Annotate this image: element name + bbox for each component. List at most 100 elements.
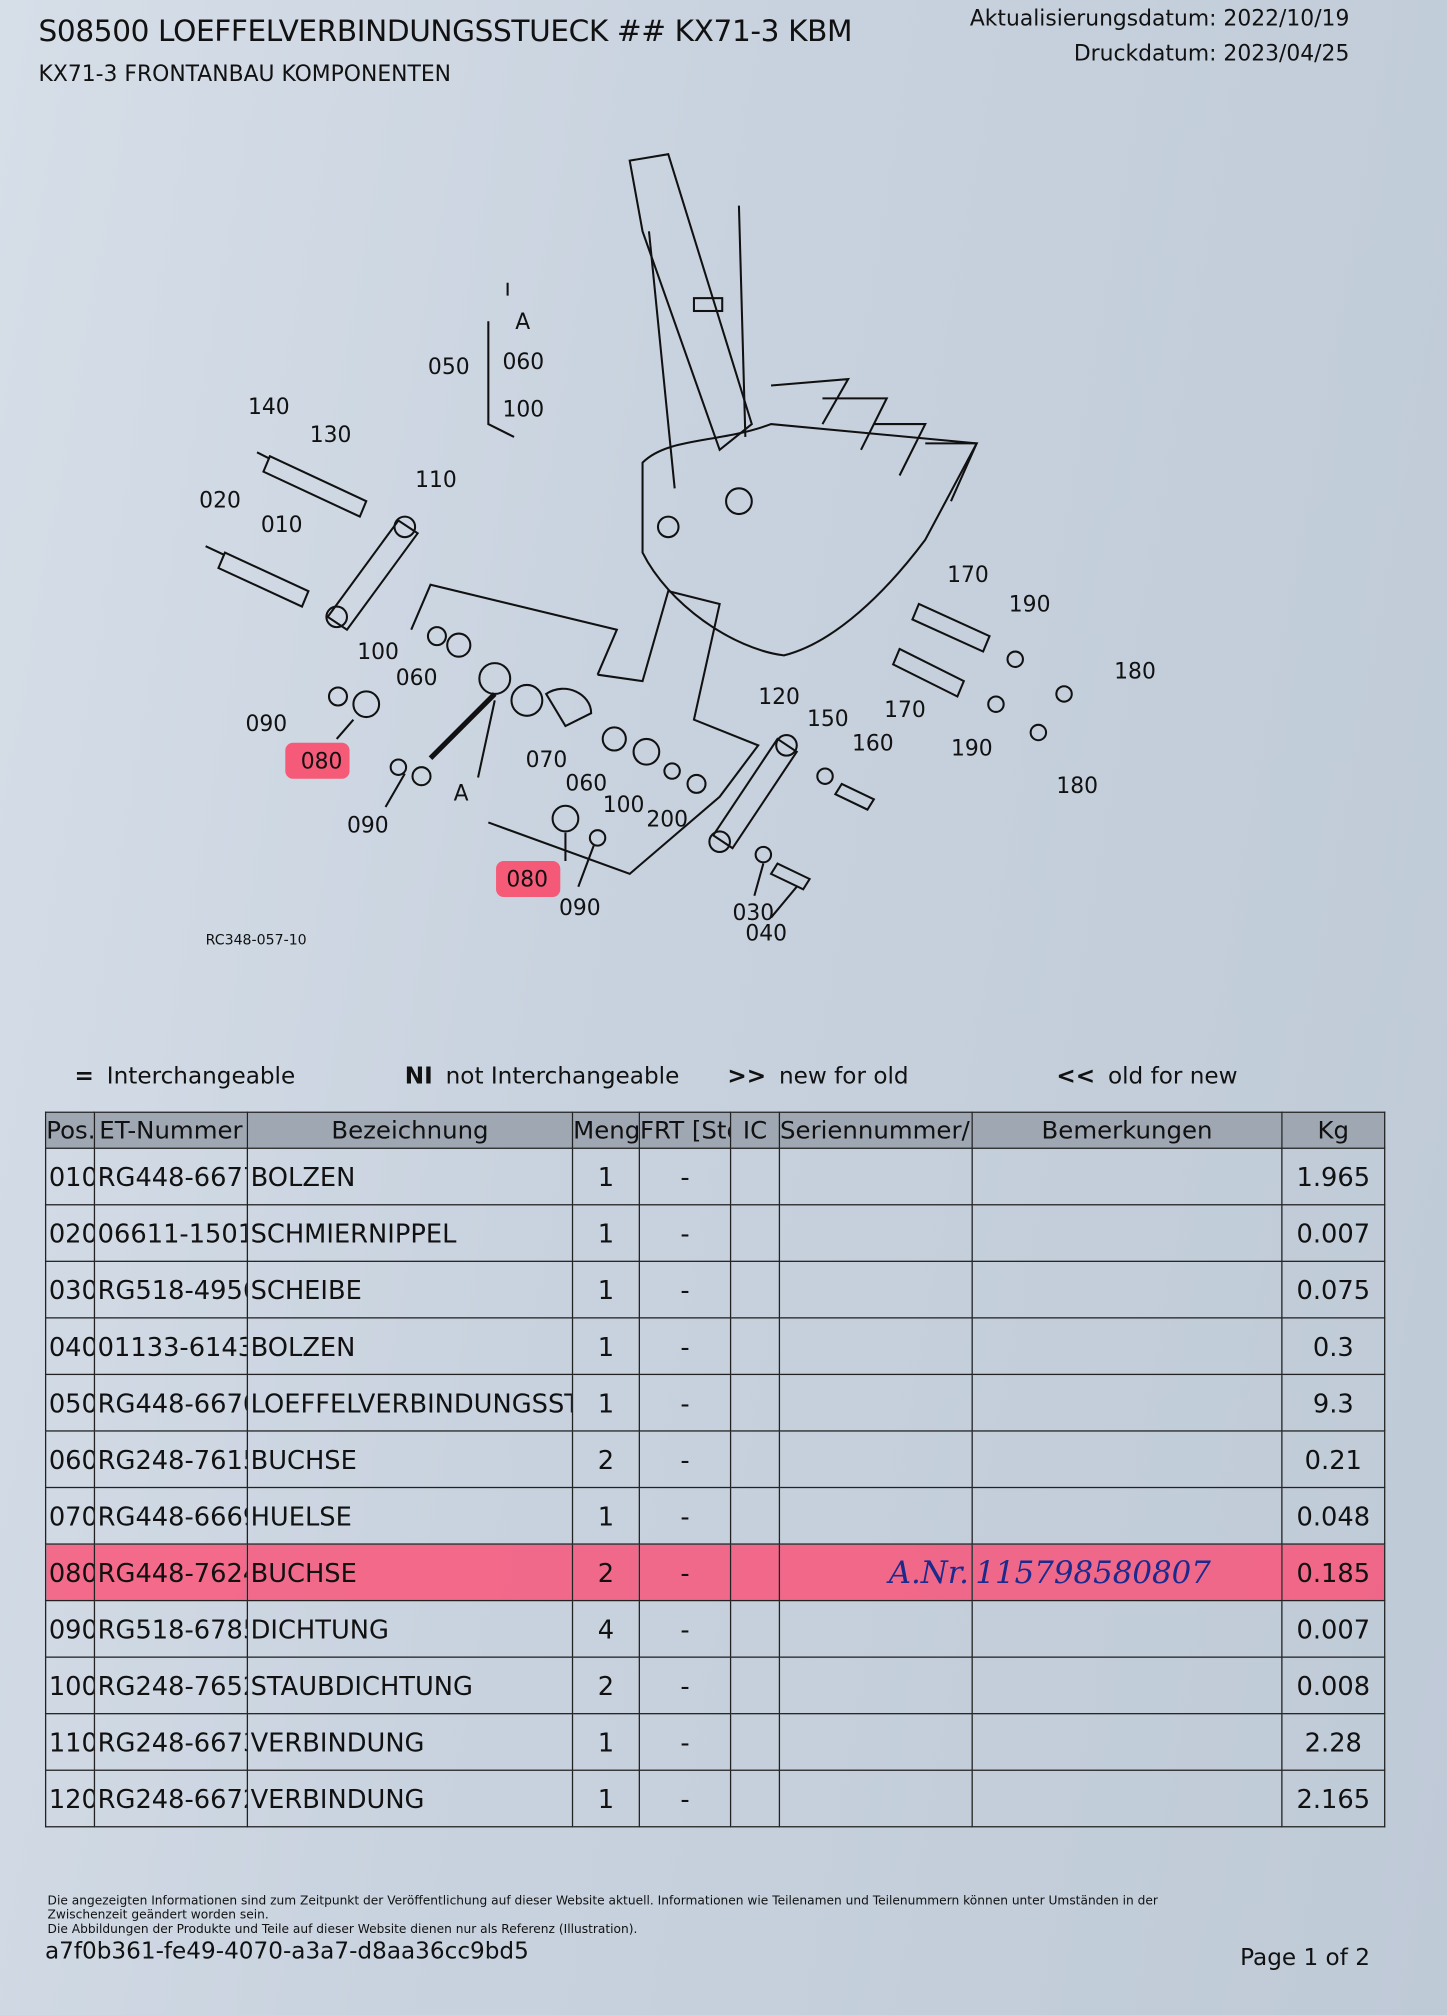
col-et-nummer: ET-Nummer <box>93 1111 249 1149</box>
col-kg: Kg <box>1281 1111 1386 1149</box>
cell-bemerkungen <box>971 1204 1283 1262</box>
cell-menge: 1 <box>571 1260 640 1319</box>
cell-menge: 1 <box>571 1317 640 1376</box>
cell-bemerkungen <box>971 1373 1283 1432</box>
callout-highlight <box>285 742 350 779</box>
callout-label: 020 <box>199 489 241 514</box>
disclaimer-text: Die angezeigten Informationen sind zum Z… <box>47 1894 1158 1923</box>
cell-bezeichnung: BUCHSE <box>246 1543 574 1602</box>
callout-label: 060 <box>565 771 607 796</box>
legend-label: new for old <box>778 1062 909 1090</box>
callout-label: 150 <box>807 707 849 732</box>
callout-label: 200 <box>646 807 688 832</box>
cell-bezeichnung: HUELSE <box>246 1486 574 1545</box>
cell-ic <box>729 1317 781 1376</box>
cell-frt: - <box>638 1486 732 1545</box>
cell-frt: - <box>638 1656 732 1715</box>
cell-bemerkungen <box>971 1430 1283 1489</box>
cell-et-nummer: RG248-76150 <box>93 1430 249 1489</box>
print-date: Druckdatum: 2023/04/25 <box>1073 41 1350 67</box>
cell-kg: 0.048 <box>1281 1486 1386 1545</box>
cell-frt: - <box>638 1373 732 1432</box>
callout-label: 060 <box>396 666 438 691</box>
cell-frt: - <box>638 1543 732 1602</box>
cell-ic <box>729 1204 781 1262</box>
table-row: 080RG448-76240BUCHSE2-A.Nr.1157985808070… <box>44 1543 1386 1602</box>
callout-label: 100 <box>502 397 544 422</box>
cell-et-nummer: RG248-76520 <box>93 1656 249 1715</box>
cell-et-nummer: RG448-66700 <box>93 1373 249 1432</box>
col-frt: FRT [Std.] <box>638 1111 732 1149</box>
callout-label: 130 <box>310 423 352 448</box>
callout-label: 060 <box>502 350 544 375</box>
page-number: Page 1 of 2 <box>1240 1944 1370 1972</box>
cell-pos: 100 <box>44 1656 96 1715</box>
cell-kg: 1.965 <box>1281 1147 1386 1206</box>
cell-pos: 060 <box>44 1430 96 1489</box>
cell-et-nummer: RG448-66690 <box>93 1486 249 1545</box>
callout-label: 180 <box>1056 774 1098 799</box>
legend-new-for-old: >>new for old <box>727 1063 908 1090</box>
cell-pos: 020 <box>44 1204 96 1262</box>
callout-label: 170 <box>947 563 989 588</box>
cell-seriennummer <box>778 1204 973 1262</box>
cell-bezeichnung: SCHEIBE <box>246 1260 574 1319</box>
callout-label: 180 <box>1114 660 1156 685</box>
cell-et-nummer: 06611-15010E <box>93 1204 249 1262</box>
arm-outline <box>628 153 753 452</box>
cell-seriennummer <box>778 1430 973 1489</box>
cell-bezeichnung: SCHMIERNIPPEL <box>246 1204 574 1262</box>
cell-menge: 2 <box>571 1430 640 1489</box>
cell-pos: 040 <box>44 1317 96 1376</box>
cell-menge: 2 <box>571 1543 640 1602</box>
callout-label: 190 <box>1009 593 1051 618</box>
cell-pos: 120 <box>44 1769 96 1828</box>
callout-label: 050 <box>428 355 470 380</box>
cell-et-nummer: RG248-66730 <box>93 1713 249 1771</box>
callout-label: 120 <box>758 685 800 710</box>
cell-frt: - <box>638 1260 732 1319</box>
cell-kg: 0.21 <box>1281 1430 1386 1489</box>
disclaimer: Die angezeigten Informationen sind zum Z… <box>48 1894 1205 1936</box>
cell-ic <box>729 1260 781 1319</box>
cell-et-nummer: RG248-66720 <box>93 1769 249 1828</box>
col-bemerkungen: Bemerkungen <box>971 1111 1283 1149</box>
cell-seriennummer <box>778 1260 973 1319</box>
callout-label: 190 <box>951 737 993 762</box>
cell-pos: 010 <box>44 1147 96 1206</box>
cell-seriennummer <box>778 1147 973 1206</box>
col-ic: IC <box>729 1111 781 1149</box>
cell-bemerkungen <box>971 1656 1283 1715</box>
cell-kg: 0.007 <box>1281 1204 1386 1262</box>
cell-ic <box>729 1147 781 1206</box>
cell-frt: - <box>638 1317 732 1376</box>
cell-bemerkungen <box>971 1769 1283 1828</box>
table-header-row: Pos. ET-Nummer Bezeichnung Menge FRT [St… <box>44 1111 1386 1149</box>
cell-kg: 0.3 <box>1281 1317 1386 1376</box>
cell-bezeichnung: DICHTUNG <box>246 1599 574 1658</box>
diagram-callouts: 140 130 110 020 010 050 A 060 100 100 06… <box>199 310 1156 949</box>
cell-bemerkungen <box>971 1599 1283 1658</box>
callout-label: 080 <box>301 749 343 774</box>
cell-menge: 4 <box>571 1599 640 1658</box>
cell-frt: - <box>638 1769 732 1828</box>
col-bezeichnung: Bezeichnung <box>246 1111 574 1149</box>
cell-pos: 030 <box>44 1260 96 1319</box>
callout-label: 110 <box>415 468 457 493</box>
cell-ic <box>729 1769 781 1828</box>
cell-frt: - <box>638 1204 732 1262</box>
callout-label: 030 <box>733 901 775 926</box>
update-date: Aktualisierungsdatum: 2022/10/19 <box>969 6 1350 33</box>
parts-table: Pos. ET-Nummer Bezeichnung Menge FRT [St… <box>44 1111 1386 1828</box>
cell-pos: 070 <box>44 1486 96 1545</box>
cell-ic <box>729 1599 781 1658</box>
cell-kg: 0.007 <box>1281 1599 1386 1658</box>
cell-et-nummer: RG518-67850 <box>93 1599 249 1658</box>
callout-label: 010 <box>261 513 303 538</box>
ni-icon: NI <box>404 1062 433 1090</box>
cell-kg: 2.28 <box>1281 1713 1386 1771</box>
